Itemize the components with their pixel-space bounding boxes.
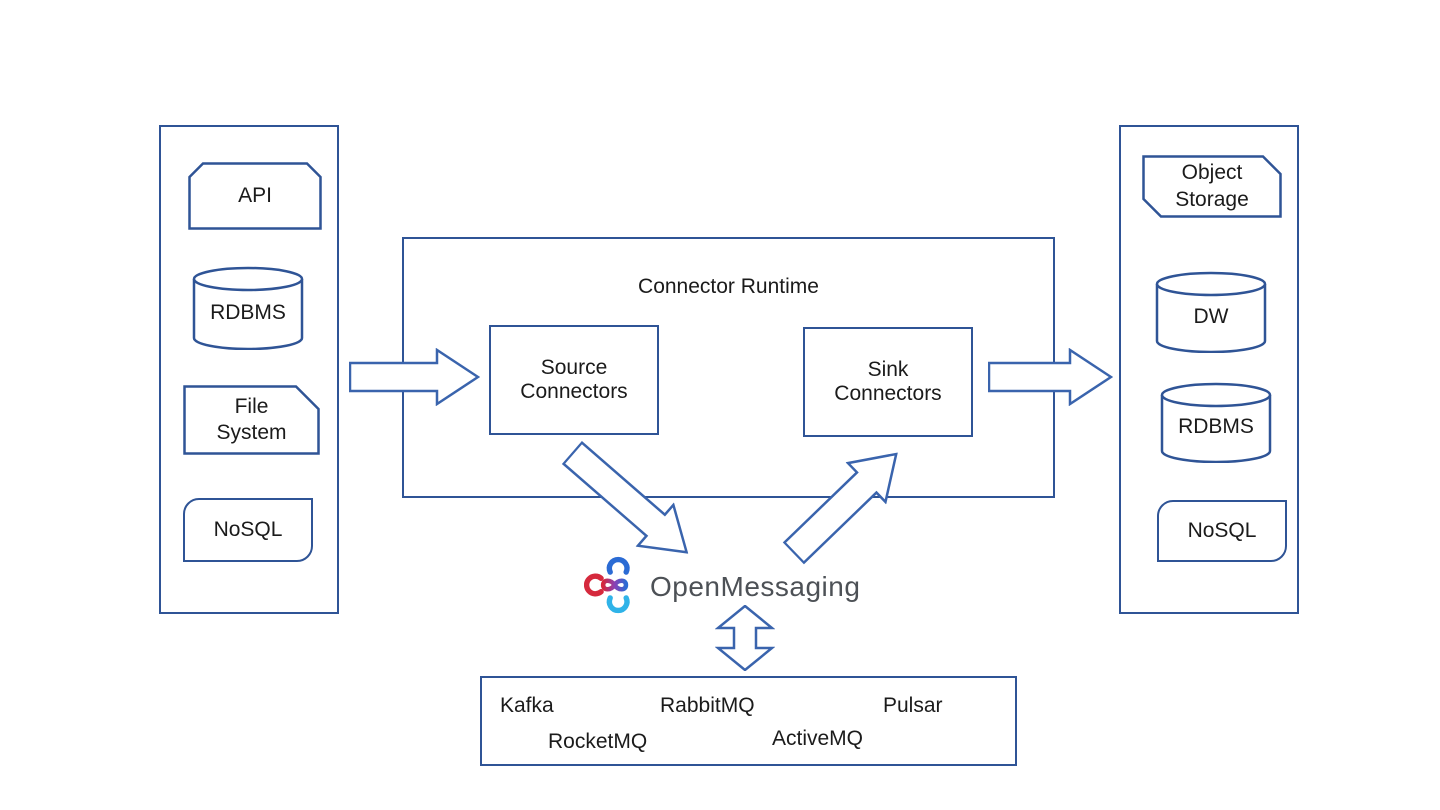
node-file-system-label: File System <box>216 394 287 444</box>
node-source-connectors: Source Connectors <box>489 325 659 435</box>
arrow-source-to-openmessaging <box>561 440 689 554</box>
connector-runtime-title: Connector Runtime <box>638 275 819 298</box>
cylinder-shape <box>192 266 304 350</box>
node-rdbms-left: RDBMS <box>192 266 304 350</box>
snip-diagonal-rectangle-shape <box>1142 155 1282 218</box>
mq-activemq-label: ActiveMQ <box>772 727 864 750</box>
mq-rabbitmq-label: RabbitMQ <box>660 694 755 717</box>
node-sink-connectors: Sink Connectors <box>803 327 973 437</box>
snip-corner-rectangle-shape <box>183 385 320 455</box>
mq-implementations-box: Kafka RabbitMQ Pulsar RocketMQ ActiveMQ <box>480 676 1017 766</box>
node-nosql-left: NoSQL <box>183 498 313 562</box>
node-nosql-left-label: NoSQL <box>213 518 283 541</box>
openmessaging-knot-icon <box>584 556 630 614</box>
snip-top-rectangle-shape <box>188 162 322 230</box>
cylinder-shape <box>1160 382 1272 463</box>
cylinder-shape <box>1155 271 1267 353</box>
sink-connectors-label: Sink Connectors <box>834 358 942 405</box>
node-object-storage: Object Storage <box>1142 155 1282 218</box>
node-rdbms-right: RDBMS <box>1160 382 1272 463</box>
node-nosql-right: NoSQL <box>1157 500 1287 562</box>
arrow-sink-connectors-to-sinks <box>988 348 1113 406</box>
openmessaging-logo-text: OpenMessaging <box>650 571 861 602</box>
mq-kafka-label: Kafka <box>500 694 554 717</box>
mq-pulsar-label: Pulsar <box>883 694 943 717</box>
node-object-storage-label: Object Storage <box>1175 161 1249 211</box>
node-file-system: File System <box>183 385 320 455</box>
node-dw: DW <box>1155 271 1267 353</box>
arrow-sources-to-source-connectors <box>349 348 480 406</box>
node-rdbms-left-label: RDBMS <box>210 300 286 324</box>
mq-rocketmq-label: RocketMQ <box>548 730 648 753</box>
arrow-openmessaging-mq-bidirectional <box>715 605 775 671</box>
node-api: API <box>188 162 322 230</box>
node-rdbms-right-label: RDBMS <box>1178 415 1254 439</box>
node-nosql-right-label: NoSQL <box>1187 519 1257 542</box>
node-dw-label: DW <box>1193 304 1229 328</box>
source-connectors-label: Source Connectors <box>520 356 628 403</box>
arrow-openmessaging-to-sink <box>782 452 898 565</box>
node-api-label: API <box>238 183 272 207</box>
